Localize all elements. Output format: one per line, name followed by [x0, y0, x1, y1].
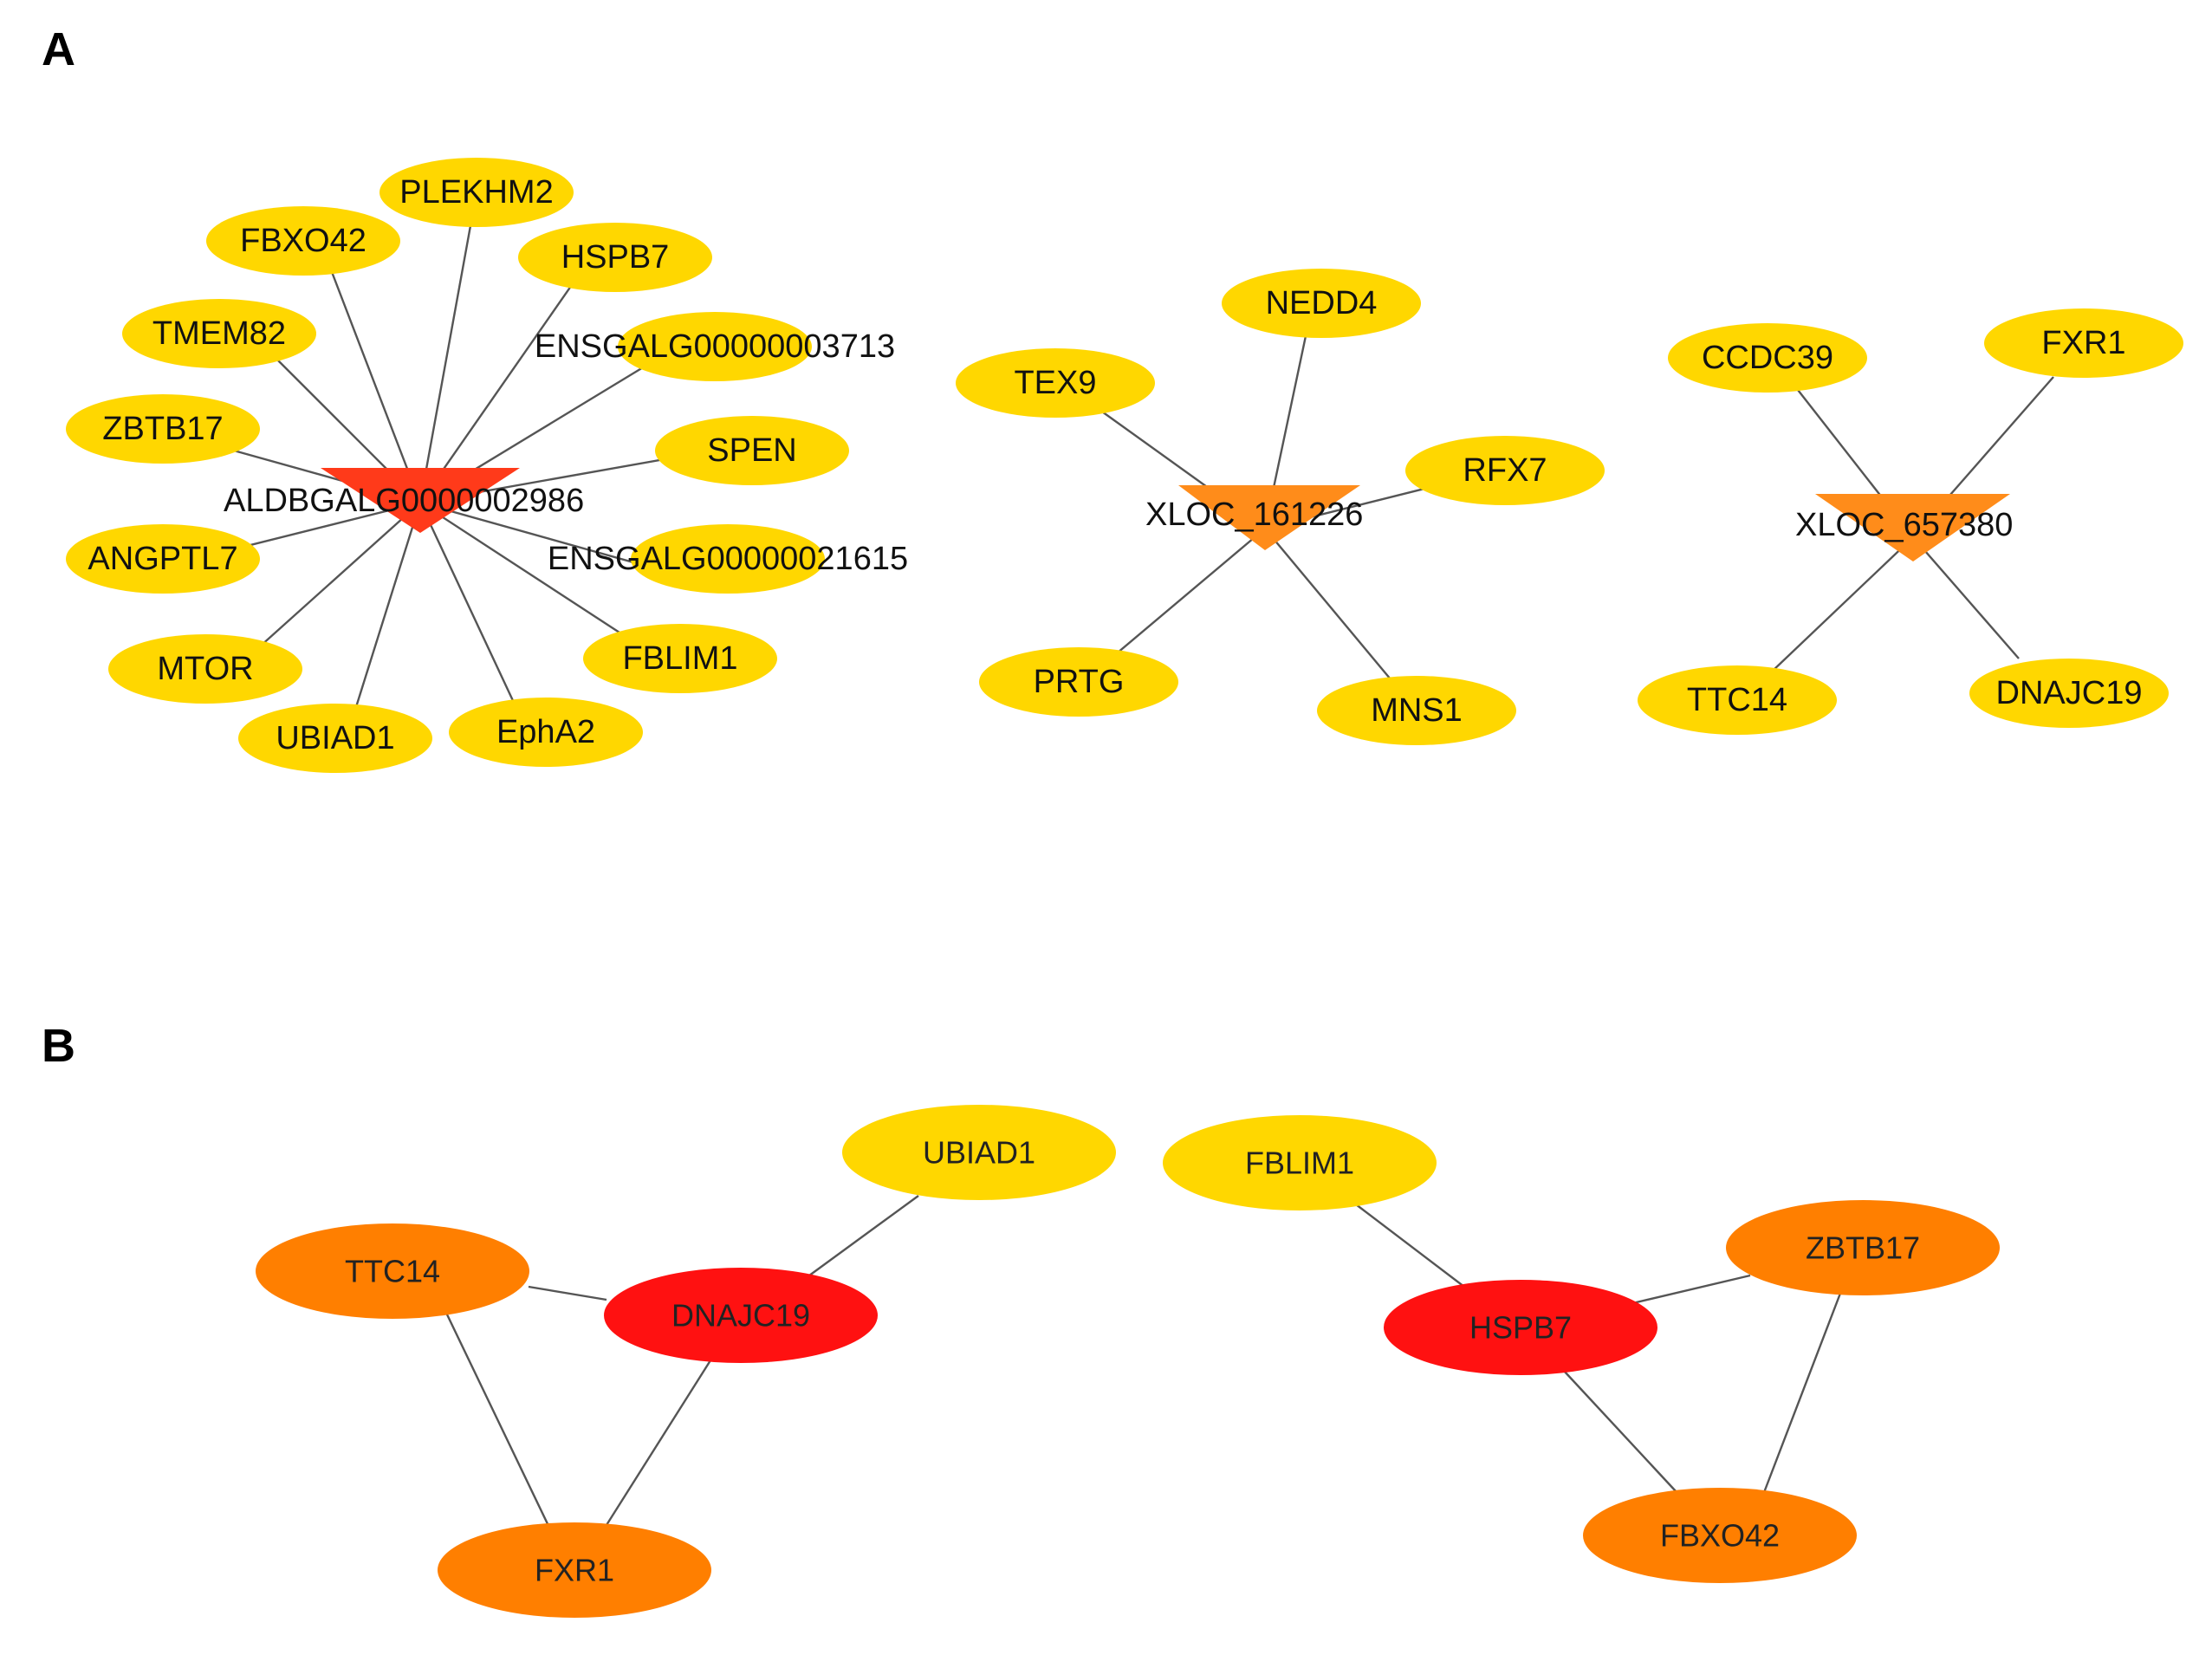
target-node: NEDD4 — [1222, 269, 1421, 338]
hub-label-a1: ALDBGALG0000002986 — [224, 483, 584, 519]
target-node-label: ENSGALG00000021615 — [548, 541, 908, 577]
target-node: HSPB7 — [518, 223, 712, 292]
target-node: SPEN — [655, 416, 849, 485]
ppi-node-label: FBXO42 — [1660, 1518, 1780, 1554]
ppi-node: ZBTB17 — [1726, 1200, 2000, 1295]
edges-b2 — [1355, 1204, 1843, 1496]
target-node-label: NEDD4 — [1266, 285, 1378, 321]
target-node: PRTG — [979, 647, 1178, 717]
target-node-label: FBLIM1 — [622, 640, 737, 677]
target-node-label: ANGPTL7 — [88, 541, 237, 577]
ppi-node-label: HSPB7 — [1469, 1310, 1572, 1346]
target-node-label: CCDC39 — [1702, 340, 1833, 376]
hub-node-a3 — [1815, 494, 2010, 561]
target-node-label: FXR1 — [2041, 325, 2125, 361]
target-node-label: EphA2 — [496, 714, 595, 750]
target-node-label: DNAJC19 — [1996, 675, 2143, 711]
target-node-label: UBIAD1 — [276, 720, 394, 756]
target-node: PLEKHM2 — [379, 158, 574, 227]
network-b2: FBLIM1 ZBTB17 HSPB7 FBXO42 — [1163, 1115, 2000, 1583]
target-node: FBLIM1 — [583, 624, 777, 693]
target-node-label: ZBTB17 — [102, 411, 223, 447]
network-b1: UBIAD1 TTC14 DNAJC19 FXR1 — [256, 1105, 1116, 1618]
hub-label-a3: XLOC_657380 — [1795, 507, 2013, 543]
target-node-label: PRTG — [1034, 664, 1125, 700]
target-node: ZBTB17 — [66, 394, 260, 464]
target-node: MTOR — [108, 634, 302, 704]
hub-node-a2 — [1178, 485, 1360, 550]
target-node: DNAJC19 — [1969, 659, 2169, 728]
ppi-node-label: ZBTB17 — [1806, 1230, 1920, 1266]
target-node: FXR1 — [1984, 308, 2183, 378]
target-node: ANGPTL7 — [66, 524, 260, 594]
ppi-node: FBXO42 — [1583, 1488, 1857, 1583]
network-a3: CCDC39 FXR1 TTC14 DNAJC19 XLOC_657380 — [1638, 308, 2183, 735]
hub-label-a2: XLOC_161226 — [1145, 497, 1363, 533]
ppi-node-label: UBIAD1 — [923, 1135, 1035, 1171]
target-node-label: SPEN — [707, 432, 796, 469]
target-node: TEX9 — [956, 348, 1155, 418]
target-node-label: MTOR — [157, 651, 253, 687]
target-node: FBXO42 — [206, 206, 400, 276]
ppi-node: FBLIM1 — [1163, 1115, 1437, 1210]
target-node: ENSGALG00000003713 — [535, 312, 895, 381]
network-a2: NEDD4 TEX9 RFX7 PRTG MNS1 XLOC_161226 — [956, 269, 1605, 745]
target-node: MNS1 — [1317, 676, 1516, 745]
target-node-label: TMEM82 — [152, 315, 286, 352]
target-node: ENSGALG00000021615 — [548, 524, 908, 594]
panel-b-label: B — [42, 1020, 75, 1072]
ppi-node-label: FXR1 — [535, 1553, 614, 1588]
target-node: CCDC39 — [1668, 323, 1867, 393]
ppi-node: DNAJC19 — [604, 1268, 878, 1363]
ppi-node-label: TTC14 — [345, 1254, 440, 1289]
ppi-node: FXR1 — [438, 1522, 711, 1618]
ppi-node: TTC14 — [256, 1223, 529, 1319]
target-node-label: TEX9 — [1014, 365, 1096, 401]
ppi-node-label: DNAJC19 — [671, 1298, 810, 1334]
ppi-node: UBIAD1 — [842, 1105, 1116, 1200]
hub-node-a1 — [321, 468, 520, 533]
target-node-label: FBXO42 — [240, 223, 367, 259]
target-node-label: MNS1 — [1371, 692, 1463, 729]
ppi-node: HSPB7 — [1384, 1280, 1657, 1375]
target-node: UBIAD1 — [238, 704, 432, 773]
target-node-label: HSPB7 — [561, 239, 670, 276]
target-node-label: ENSGALG00000003713 — [535, 328, 895, 365]
target-node-label: PLEKHM2 — [399, 174, 553, 211]
network-a1: PLEKHM2 FBXO42 HSPB7 TMEM82 ENSGALG00000… — [66, 158, 908, 773]
target-node: RFX7 — [1405, 436, 1605, 505]
target-node: TMEM82 — [122, 299, 316, 368]
panel-a-label: A — [42, 23, 75, 75]
target-node: EphA2 — [449, 698, 643, 767]
edges-b1 — [444, 1195, 919, 1530]
target-node-label: RFX7 — [1463, 452, 1547, 489]
ppi-node-label: FBLIM1 — [1245, 1146, 1354, 1181]
target-node-label: TTC14 — [1687, 682, 1787, 718]
target-node: TTC14 — [1638, 665, 1837, 735]
